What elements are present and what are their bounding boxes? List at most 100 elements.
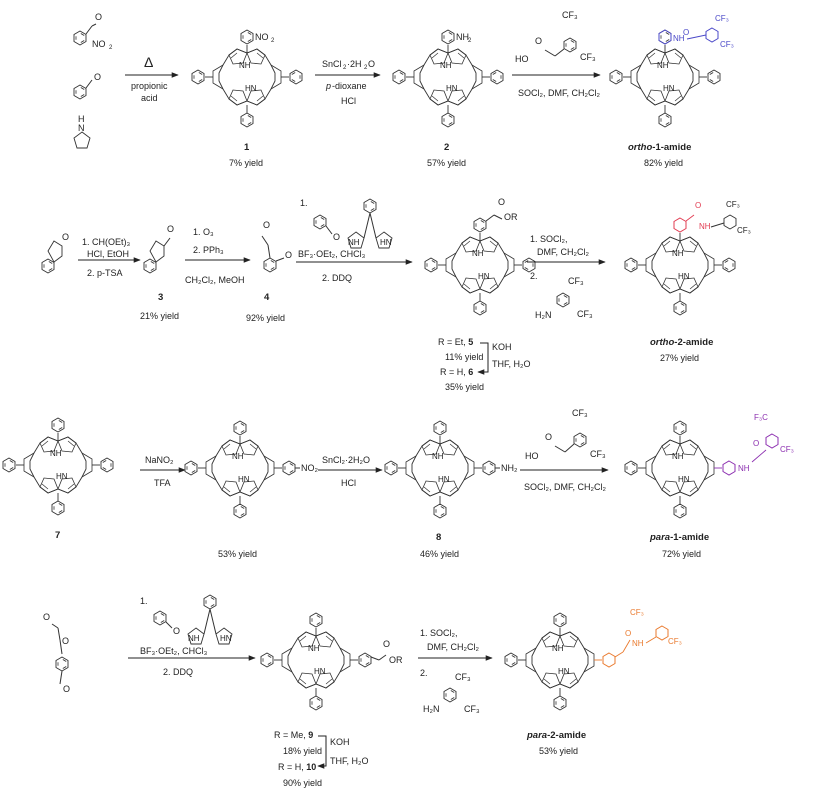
- svg-text:DMF, CH₂Cl₂: DMF, CH₂Cl₂: [537, 247, 589, 257]
- svg-text:2. DDQ: 2. DDQ: [163, 667, 193, 677]
- svg-text:HCl: HCl: [341, 96, 356, 106]
- svg-text:O: O: [333, 232, 340, 242]
- reagent-aniline-row2: CF₃ CF₃ H₂N: [535, 276, 593, 320]
- porphyrin-1: NH HN NO 2: [192, 29, 303, 127]
- svg-text:57% yield: 57% yield: [427, 158, 466, 168]
- svg-text:2.: 2.: [530, 271, 538, 281]
- svg-text:O: O: [263, 220, 270, 230]
- porphyrin-9-10: O OR NH HN: [261, 612, 403, 710]
- svg-text:HN: HN: [380, 238, 392, 247]
- svg-text:O: O: [683, 28, 689, 37]
- svg-text:O: O: [285, 250, 292, 260]
- svg-text:HN: HN: [663, 84, 675, 93]
- porphyrin-2: NH HN NH 2: [393, 29, 504, 127]
- svg-text:11% yield: 11% yield: [445, 352, 483, 362]
- svg-text:72% yield: 72% yield: [662, 549, 701, 559]
- svg-text:NH: NH: [472, 249, 484, 258]
- svg-text:NH: NH: [440, 61, 452, 70]
- svg-text:1.: 1.: [140, 596, 148, 606]
- svg-text:propionic: propionic: [131, 81, 168, 91]
- svg-text:2. PPh₃: 2. PPh₃: [193, 245, 224, 255]
- svg-text:HO: HO: [515, 54, 529, 64]
- svg-text:CF₃: CF₃: [737, 226, 751, 235]
- svg-text:1. CH(OEt)₃: 1. CH(OEt)₃: [82, 237, 131, 247]
- svg-text:H₂N: H₂N: [423, 704, 440, 714]
- compound-number-2: 2: [444, 142, 449, 153]
- compound-number-3: 3: [158, 292, 163, 303]
- svg-text:CF₃: CF₃: [455, 672, 471, 682]
- svg-text:H: H: [78, 114, 85, 124]
- svg-text:O: O: [695, 201, 701, 210]
- svg-text:NH: NH: [308, 644, 320, 653]
- svg-text:1. O₃: 1. O₃: [193, 227, 214, 237]
- svg-text:CF₃: CF₃: [568, 276, 584, 286]
- svg-text:NaNO₂: NaNO₂: [145, 455, 174, 465]
- svg-text:H₂N: H₂N: [535, 310, 552, 320]
- ortho-1-amide: NH O CF₃ CF₃ NH HN: [610, 14, 734, 127]
- svg-text:CF₃: CF₃: [630, 608, 644, 617]
- svg-text:THF, H₂O: THF, H₂O: [492, 359, 531, 369]
- svg-text:O: O: [625, 629, 631, 638]
- svg-text:1. SOCl₂,: 1. SOCl₂,: [420, 628, 458, 638]
- label-ortho-2-amide: ortho-2-amide: [650, 337, 713, 348]
- svg-text:NH: NH: [673, 34, 685, 43]
- svg-text:CF₃: CF₃: [562, 10, 578, 20]
- svg-text:HN: HN: [678, 475, 690, 484]
- svg-text:CF₃: CF₃: [720, 40, 734, 49]
- svg-text:2. DDQ: 2. DDQ: [322, 273, 352, 283]
- svg-text:O: O: [63, 684, 70, 694]
- svg-text:HO: HO: [525, 451, 539, 461]
- svg-text:NH: NH: [672, 249, 684, 258]
- svg-text:THF, H₂O: THF, H₂O: [330, 756, 369, 766]
- label-para-1-amide: para-1-amide: [649, 532, 709, 543]
- svg-text:SOCl₂, DMF, CH₂Cl₂: SOCl₂, DMF, CH₂Cl₂: [524, 482, 606, 492]
- svg-text:NO: NO: [92, 39, 106, 49]
- svg-text:F₃C: F₃C: [754, 413, 768, 422]
- svg-text:O: O: [167, 224, 174, 234]
- svg-text:HN: HN: [56, 472, 68, 481]
- svg-text:O: O: [498, 197, 505, 207]
- compound-number-4: 4: [264, 292, 270, 303]
- svg-text:53% yield: 53% yield: [539, 746, 578, 756]
- svg-text:2: 2: [109, 45, 113, 51]
- reagent-acid-row1: O HO CF₃ CF₃: [515, 10, 596, 64]
- label-ortho-1-amide: ortho-1-amide: [628, 142, 691, 153]
- svg-text:HN: HN: [245, 84, 257, 93]
- svg-text:90% yield: 90% yield: [283, 778, 322, 788]
- reagent-acid-row3: O HO CF₃ CF₃: [525, 408, 606, 461]
- delta-label: Δ: [144, 54, 153, 70]
- svg-text:NH: NH: [699, 222, 711, 231]
- svg-text:O: O: [95, 12, 102, 22]
- svg-text:R = H, 10: R = H, 10: [278, 762, 316, 772]
- svg-text:-dioxane: -dioxane: [332, 81, 367, 91]
- svg-text:HN: HN: [478, 272, 490, 281]
- reagent-methyl-ester-aldehyde: O O O: [43, 612, 70, 694]
- svg-text:KOH: KOH: [492, 342, 512, 352]
- svg-text:p: p: [325, 81, 331, 91]
- compound-number-1: 1: [244, 142, 250, 153]
- reagent-aniline-row4: CF₃ CF₃ H₂N: [423, 672, 480, 714]
- svg-text:CF₃: CF₃: [572, 408, 588, 418]
- svg-text:NH: NH: [348, 238, 360, 247]
- ortho-2-amide: O NH CF₃ CF₃ NH HN: [625, 200, 751, 315]
- svg-text:82% yield: 82% yield: [644, 158, 683, 168]
- svg-text:BF₃·OEt₂, CHCl₃: BF₃·OEt₂, CHCl₃: [140, 646, 208, 656]
- svg-text:NO₂: NO₂: [301, 463, 319, 473]
- svg-text:NH: NH: [632, 639, 644, 648]
- svg-text:O: O: [94, 72, 101, 82]
- svg-text:O: O: [43, 612, 50, 622]
- svg-text:TFA: TFA: [154, 478, 171, 488]
- svg-text:35% yield: 35% yield: [445, 382, 484, 392]
- svg-text:2.: 2.: [420, 668, 428, 678]
- svg-text:HCl: HCl: [341, 478, 356, 488]
- porphyrin-8: NH₂ NH HN: [385, 420, 518, 518]
- para-2-amide: O NH CF₃ CF₃ NH HN: [505, 608, 682, 710]
- svg-text:7% yield: 7% yield: [229, 158, 263, 168]
- svg-text:21% yield: 21% yield: [140, 311, 179, 321]
- svg-text:OR: OR: [504, 212, 518, 222]
- para-1-amide: NH O F₃C CF₃ NH HN: [625, 413, 794, 518]
- svg-text:2: 2: [271, 38, 275, 44]
- porphyrin-5-6: O OR NH HN: [425, 197, 536, 315]
- svg-text:53% yield: 53% yield: [218, 549, 257, 559]
